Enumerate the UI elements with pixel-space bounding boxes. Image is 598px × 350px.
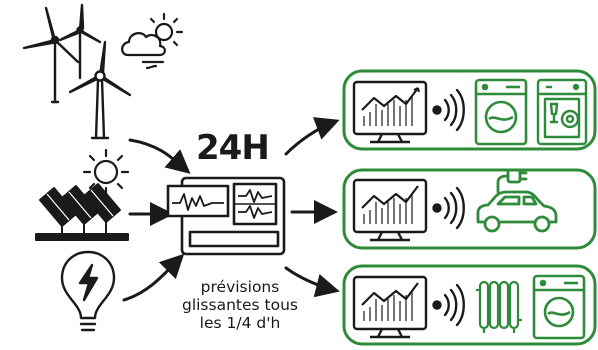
caption-line: les 1/4 d'h (199, 314, 281, 332)
solar-panels-icon (35, 183, 129, 241)
monitor-chart-icon (352, 275, 428, 339)
destination-box-heating (342, 264, 597, 346)
forecast-dashboard-icon (166, 176, 286, 256)
electric-car-icon (476, 168, 558, 233)
destination-box-vehicle (342, 168, 597, 250)
wireless-signal-icon (432, 186, 465, 230)
monitor-chart-icon (352, 80, 428, 144)
monitor-chart-icon (352, 178, 428, 242)
wireless-signal-icon (432, 88, 465, 132)
forecast-caption: prévisions glissantes tous les 1/4 d'h (160, 278, 320, 332)
lightbulb-lightning-icon (60, 250, 116, 332)
destination-box-appliances (342, 69, 597, 151)
washing-machine-icon (532, 274, 586, 340)
radiator-icon (476, 280, 522, 333)
dishwasher-icon (536, 78, 588, 146)
forecast-horizon-title: 24H (196, 128, 270, 168)
wind-turbines-icon (22, 3, 132, 140)
caption-line: prévisions (200, 278, 280, 296)
wireless-signal-icon (432, 283, 465, 327)
input-arrows (122, 138, 191, 302)
caption-line: glissantes tous (181, 296, 298, 314)
sun-icon (82, 148, 130, 196)
washing-machine-icon (474, 78, 528, 146)
weather-cloud-sun-icon (121, 12, 184, 70)
output-arrows (284, 117, 340, 298)
